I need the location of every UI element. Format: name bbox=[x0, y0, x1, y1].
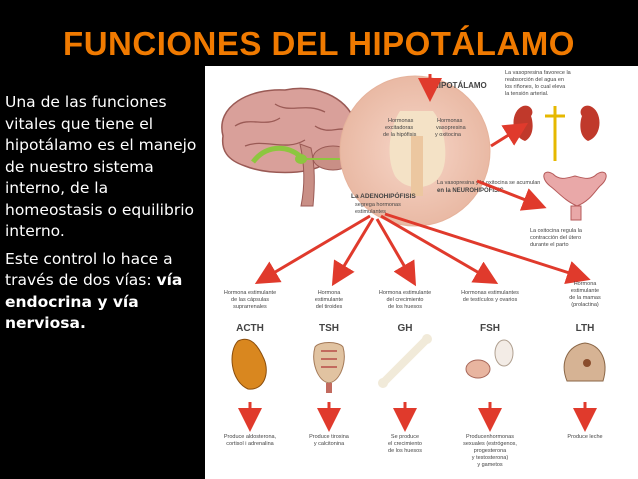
arrow-to-uterus bbox=[476, 179, 547, 211]
hormone-description-line: Hormona bbox=[318, 290, 342, 296]
label-hormonas-vasopresina: Hormonas vasopresina y oxitocina bbox=[435, 118, 467, 138]
hormone-description-line: del tiroides bbox=[316, 304, 343, 310]
hormone-effect-line: progesterona bbox=[474, 448, 507, 454]
label-line: La vasopresina y la oxitocina se acumula… bbox=[437, 180, 540, 186]
hormone-effect-line: Producenhormonas bbox=[466, 434, 514, 440]
arrow-to-kidneys bbox=[490, 122, 529, 148]
arrows-to-hormones bbox=[254, 212, 591, 287]
hormone-effect-line: Produce leche bbox=[567, 434, 602, 440]
label-line: contracción del útero bbox=[530, 235, 581, 241]
hormone-effect-line: de los huesos bbox=[388, 448, 422, 454]
label-line: en la NEUROHIPÓFISIS bbox=[437, 186, 504, 194]
label-line: los riñones, lo cual eleva bbox=[505, 84, 566, 90]
hormone-description-line: de la mamas bbox=[569, 295, 601, 301]
slide-title: FUNCIONES DEL HIPOTÁLAMO bbox=[63, 25, 575, 62]
hormone-effect-line: Se produce bbox=[391, 434, 419, 440]
pituitary-stalk-icon bbox=[411, 136, 423, 196]
hormone-effect-line: Produce aldosterona, bbox=[224, 434, 277, 440]
brain-illustration bbox=[221, 87, 359, 207]
intro-text: Una de las funciones vitales que tiene e… bbox=[5, 92, 205, 341]
label-adenohipofisis: La ADENOHIPÓFISIS segrega hormonas estim… bbox=[351, 191, 416, 215]
hormone-code: GH bbox=[398, 323, 413, 334]
intro-paragraph-2-start: Este control lo hace a través de dos vía… bbox=[5, 249, 173, 290]
arrow-tsh bbox=[331, 217, 375, 287]
hormone-effect-line: y gametos bbox=[477, 462, 503, 468]
intro-paragraph-2: Este control lo hace a través de dos vía… bbox=[5, 249, 205, 335]
arrow-gh bbox=[375, 218, 417, 287]
hormone-description-line: de los huesos bbox=[388, 304, 422, 310]
hormone-description-line: Hormona estimulante bbox=[379, 290, 431, 296]
hormone-description-line: (prolactina) bbox=[571, 302, 599, 308]
mammary-gland-icon bbox=[563, 342, 606, 382]
hormone-description-line: de testículos y ovarios bbox=[463, 297, 518, 303]
label-line: de la hipófisis bbox=[383, 132, 417, 138]
hormone-code: ACTH bbox=[236, 323, 264, 334]
label-line: vasopresina bbox=[436, 125, 467, 131]
hormone-code: LTH bbox=[576, 323, 595, 334]
label-line: Hormonas bbox=[437, 118, 463, 124]
label-line: La oxitocina regula la bbox=[530, 228, 583, 234]
adrenal-gland-icon bbox=[231, 338, 267, 390]
hormone-effect-line: cortisol i adrenalina bbox=[226, 441, 274, 447]
hormone-code: FSH bbox=[480, 323, 500, 334]
label-line: durante el parto bbox=[530, 242, 569, 248]
arrow-lth bbox=[384, 212, 591, 284]
hormone-description-line: Hormonas estimulantes bbox=[461, 290, 519, 296]
hormone-description-line: suprarrenales bbox=[233, 304, 267, 310]
arrow-acth bbox=[254, 214, 371, 285]
label-oxitocina-regula: La oxitocina regula la contracción del ú… bbox=[530, 228, 583, 248]
label-line: segrega hormonas bbox=[355, 202, 401, 208]
intro-paragraph-1: Una de las funciones vitales que tiene e… bbox=[5, 93, 197, 240]
label-hipotalamo: HIPOTÁLAMO bbox=[433, 81, 487, 90]
thyroid-icon bbox=[313, 342, 345, 393]
hormone-description-line: estimulante bbox=[571, 288, 599, 294]
uterus-icon bbox=[543, 171, 607, 221]
hormone-effect-line: y calcitonina bbox=[314, 441, 345, 447]
hormone-description-line: del crecimiento bbox=[387, 297, 424, 303]
label-line: Hormonas bbox=[388, 118, 414, 124]
gonads-icon bbox=[465, 339, 514, 379]
label-vasopresina-favorece: La vasopresina favorece la reabsorción d… bbox=[505, 70, 572, 97]
label-line: y oxitocina bbox=[435, 132, 462, 138]
label-line: estimulantes bbox=[355, 209, 386, 215]
label-line: La ADENOHIPÓFISIS bbox=[351, 191, 416, 200]
label-vasopresina-acumulan: La vasopresina y la oxitocina se acumula… bbox=[437, 180, 540, 194]
hypothalamus-diagram: HIPOTÁLAMO Hormonas excitadoras de la hi… bbox=[205, 66, 638, 479]
label-hormonas-excitadoras: Hormonas excitadoras de la hipófisis bbox=[383, 118, 417, 138]
label-line: reabsorción del agua en bbox=[505, 77, 564, 83]
hormone-effect-line: Produce tiroxina bbox=[309, 434, 350, 440]
label-line: excitadoras bbox=[385, 125, 413, 131]
hormone-effect-line: sexuales (estrógenos, bbox=[463, 441, 517, 447]
hormone-description-line: Hormona bbox=[574, 281, 598, 287]
arrow-fsh bbox=[380, 214, 499, 285]
hormone-description-line: Hormona estimulante bbox=[224, 290, 276, 296]
label-line: La vasopresina favorece la bbox=[505, 70, 572, 76]
hormone-description-line: estimulante bbox=[315, 297, 343, 303]
hormone-description-line: de las cápsulas bbox=[231, 297, 269, 303]
kidneys-icon bbox=[513, 105, 600, 161]
hormone-effect-line: y testosterona) bbox=[472, 455, 509, 461]
hormone-code: TSH bbox=[319, 323, 339, 334]
bone-icon bbox=[378, 334, 432, 388]
label-line: la tensión arterial. bbox=[505, 91, 549, 97]
hormone-effect-line: el crecimiento bbox=[388, 441, 422, 447]
intro-paragraph-2-bold: vía endocrina y vía nerviosa. bbox=[5, 271, 183, 332]
